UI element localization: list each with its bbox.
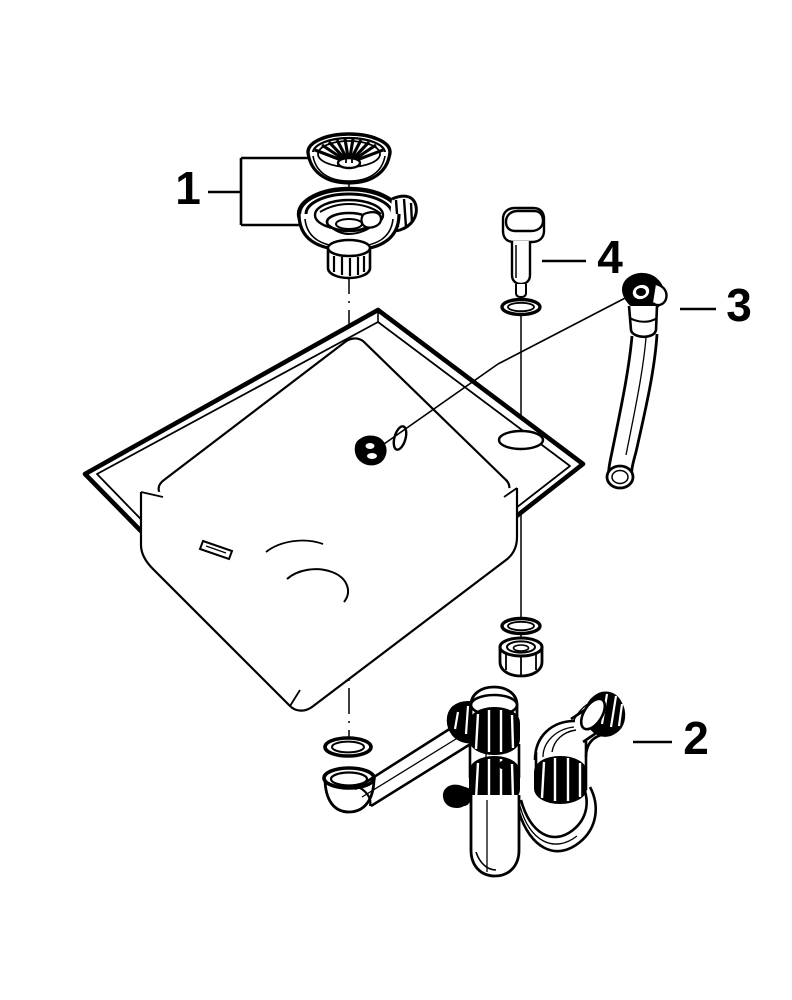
- sink-bowl: [82, 307, 586, 712]
- callout-number-4: 4: [597, 231, 623, 283]
- strainer-basket: [306, 132, 392, 185]
- overflow-washer-lower: [500, 616, 542, 636]
- overflow-fitting: [354, 363, 499, 466]
- callout-1-bracket: [208, 156, 312, 227]
- trap-outlet-socket: [570, 691, 626, 744]
- trap-bottle-body: [442, 685, 521, 878]
- overflow-cap-washer: [500, 297, 542, 317]
- bottle-trap-siphon-assembly: [322, 685, 626, 878]
- callout-leaders: [208, 156, 716, 744]
- strainer-body-flange: [296, 186, 418, 280]
- trap-outlet-elbow: [517, 719, 602, 853]
- hose-pointer-line: [497, 294, 632, 365]
- callout-number-1: 1: [175, 162, 201, 214]
- trap-inlet-socket: [322, 766, 376, 814]
- callout-number-2: 2: [683, 712, 709, 764]
- drain-washer: [323, 736, 373, 758]
- overflow-cap-plug: [501, 206, 546, 299]
- overflow-lock-nut: [498, 636, 544, 678]
- callout-number-3: 3: [726, 279, 752, 331]
- overflow-hose: [605, 272, 668, 490]
